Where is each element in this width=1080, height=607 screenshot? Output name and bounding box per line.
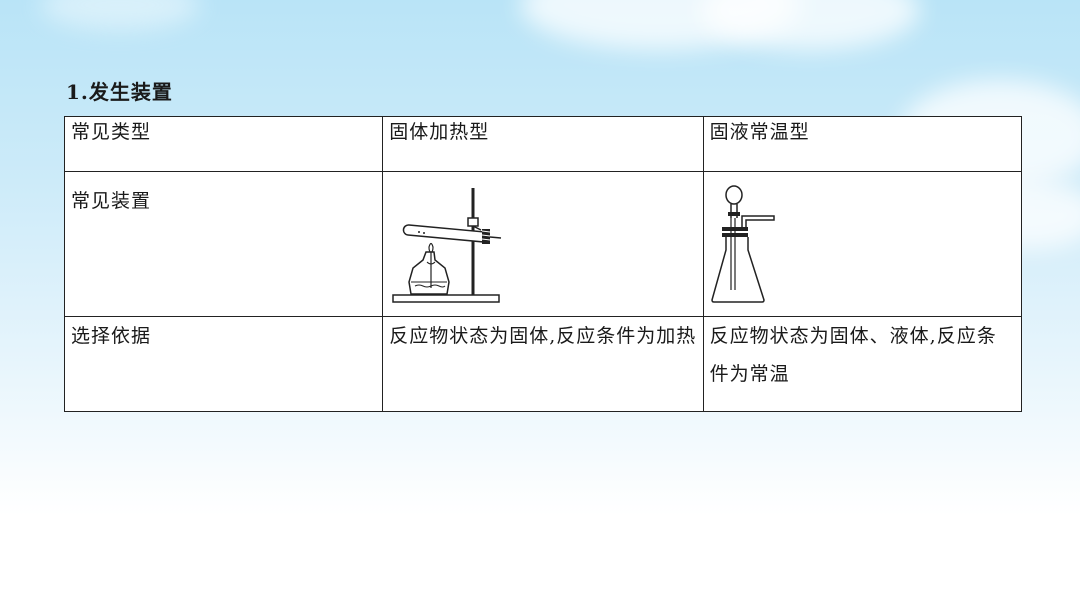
solid-heating-apparatus-cell bbox=[382, 171, 704, 317]
row-label-type: 常见类型 bbox=[63, 116, 384, 172]
row-label-apparatus-cell: 常见装置 bbox=[63, 171, 384, 317]
row-label-apparatus: 常见装置 bbox=[71, 190, 152, 212]
cloud-decoration bbox=[40, 0, 200, 30]
row-label-basis: 选择依据 bbox=[63, 316, 384, 412]
column-header-solid-liquid: 固液常温型 bbox=[702, 116, 1023, 172]
solid-liquid-apparatus-icon bbox=[709, 182, 778, 308]
column-header-solid-heating: 固体加热型 bbox=[382, 116, 704, 172]
table-row: 常见装置 bbox=[63, 171, 1023, 317]
table-row: 选择依据 反应物状态为固体,反应条件为加热 反应物状态为固体、液体,反应条件为常… bbox=[63, 316, 1023, 412]
solid-heating-apparatus-icon bbox=[389, 182, 504, 308]
basis-solid-heating: 反应物状态为固体,反应条件为加热 bbox=[382, 316, 704, 412]
section-heading: 1.发生装置 bbox=[66, 80, 173, 104]
table-row: 常见类型 固体加热型 固液常温型 bbox=[63, 116, 1023, 172]
apparatus-table: 常见类型 固体加热型 固液常温型 常见装置 bbox=[63, 116, 1023, 412]
solid-liquid-apparatus-cell bbox=[702, 171, 1023, 317]
basis-solid-liquid: 反应物状态为固体、液体,反应条件为常温 bbox=[702, 316, 1023, 412]
